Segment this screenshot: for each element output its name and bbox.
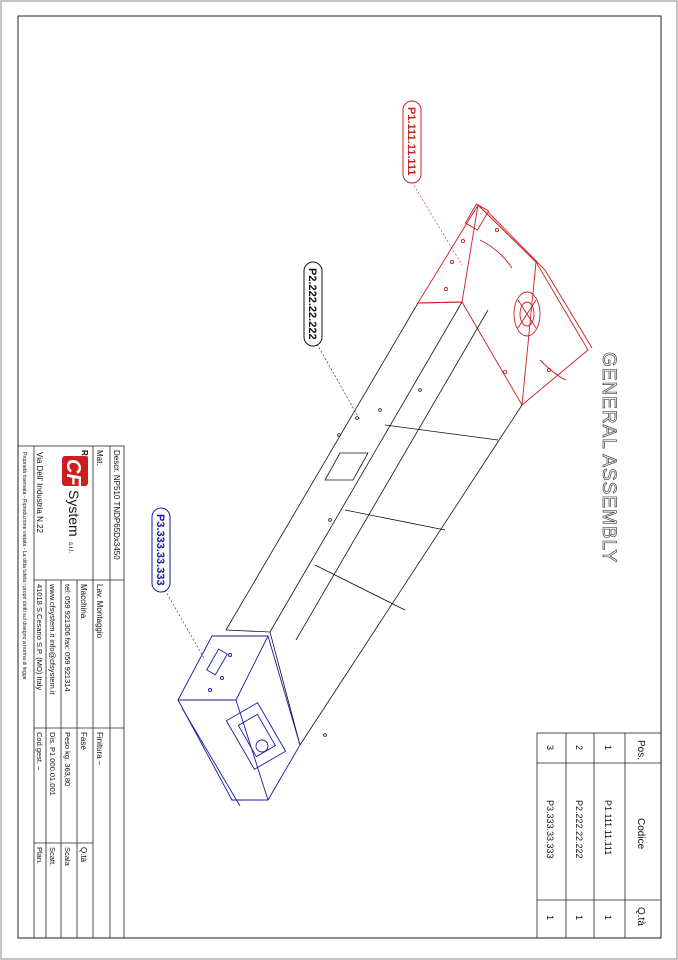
tb-tel: tel: 059 921306 fax: 059 921314 (63, 584, 72, 692)
bom-header-codice: Codice (635, 818, 646, 850)
bom-row-2-qta: 1 (574, 915, 584, 920)
leader-p2 (316, 343, 361, 421)
bom-row-3-qta: 1 (545, 915, 555, 920)
bom-table (536, 732, 662, 939)
tb-addr2: 41018 S.Cesario S.P. (MO) Italy (35, 584, 44, 690)
part-p3-housing (177, 635, 301, 807)
bom-row-1-codice: P1.111.11.111 (603, 800, 613, 855)
tb-scala: Scala (63, 847, 72, 867)
logo-letters: CF (62, 459, 84, 486)
bom-row-3-codice: P3.333.33.333 (545, 800, 555, 859)
tb-lav: Lav. Montaggio (95, 584, 104, 639)
bom-row-3-pos: 3 (545, 745, 555, 750)
tb-fase: Fase (79, 732, 88, 750)
bom-header-pos: Pos. (635, 740, 646, 760)
tb-scatt: Scatt. (48, 847, 57, 866)
tb-peso: Peso kg. 363,80 (63, 732, 72, 786)
tb-mat: Mat. (95, 450, 104, 466)
logo-srl: s.r.l. (67, 542, 73, 553)
callout-p2-frame (303, 261, 323, 347)
bom-row-2-pos: 2 (574, 745, 584, 750)
part-p2-casing (225, 301, 523, 746)
tb-finitura: Finitura – (95, 732, 104, 766)
callout-p1-frame (402, 100, 422, 184)
tb-web: www.cfsystem.it info@cfsystem.it (48, 583, 57, 695)
bom-header-qta: Q.tà (635, 907, 646, 926)
tb-dis: Dis. P1.000.01.001 (48, 732, 57, 796)
leader-p1 (411, 181, 463, 266)
tb-descr: Descr. NP510 TNDP65Dx3450 (112, 450, 121, 560)
bom-row-1-pos: 1 (603, 745, 613, 750)
company-logo: CF System s.r.l. (62, 456, 88, 553)
logo-word: System (66, 490, 82, 537)
callout-p1: P1.111.11.111 (405, 107, 417, 176)
tb-qta: Q.tà (79, 847, 88, 863)
tb-addr1: Via Dell' Industria N.22 (35, 452, 44, 534)
title-block (17, 445, 125, 939)
bom-row-2-codice: P2.222.22.222 (574, 800, 584, 859)
callout-p2: P2.222.22.222 (306, 268, 318, 340)
bom-row-1-qta: 1 (603, 915, 613, 920)
tb-plan: Plan. (35, 847, 44, 864)
callout-p3: P3.333.33.333 (154, 514, 166, 586)
callout-p3-frame (151, 507, 171, 593)
tb-property-notice: Proprietà riservata - Riproduzione vieta… (21, 452, 27, 680)
tb-macchina: Macchina (79, 584, 88, 619)
leader-p3 (164, 589, 206, 661)
tb-codgest: Cod.gest. – (35, 732, 44, 771)
drawing-title: GENERAL ASSEMBLY (598, 352, 619, 563)
